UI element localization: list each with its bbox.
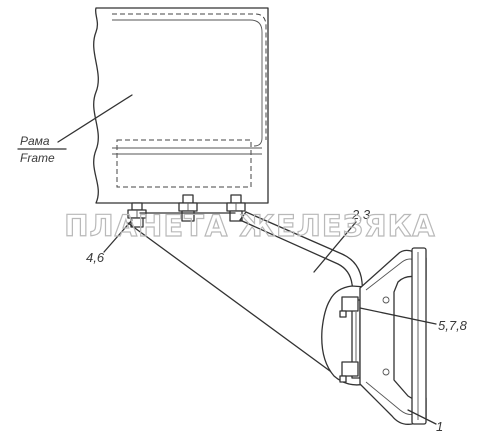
- watermark-text: ПЛАНЕТА ЖЕЛЕЗЯКА: [64, 209, 436, 243]
- callout-5-7-8-leader: [359, 307, 437, 325]
- bolt-left: [127, 202, 147, 228]
- bracket-edge-line: [127, 222, 346, 383]
- callout-5-7-8: 5,7,8: [438, 318, 468, 333]
- hidden-plate: [116, 139, 252, 188]
- callout-4-6: 4,6: [86, 250, 105, 265]
- frame-label-en: Frame: [20, 151, 55, 165]
- bracket-arm: [239, 211, 364, 297]
- frame-member: [93, 7, 269, 204]
- callout-2-3-leader: [313, 221, 357, 273]
- callout-4-6-leader: [103, 219, 133, 253]
- callout-2-3: 2,3: [351, 207, 371, 222]
- frame-leader: [57, 94, 133, 143]
- callout-1: 1: [436, 419, 443, 434]
- mudguard-bracket: [359, 247, 427, 425]
- bolt-middle: [178, 194, 198, 222]
- bolt-right: [226, 194, 246, 222]
- frame-label-ru: Рама: [20, 134, 50, 148]
- callout-1-leader: [407, 409, 437, 425]
- hidden-bracket-upper: [112, 13, 267, 140]
